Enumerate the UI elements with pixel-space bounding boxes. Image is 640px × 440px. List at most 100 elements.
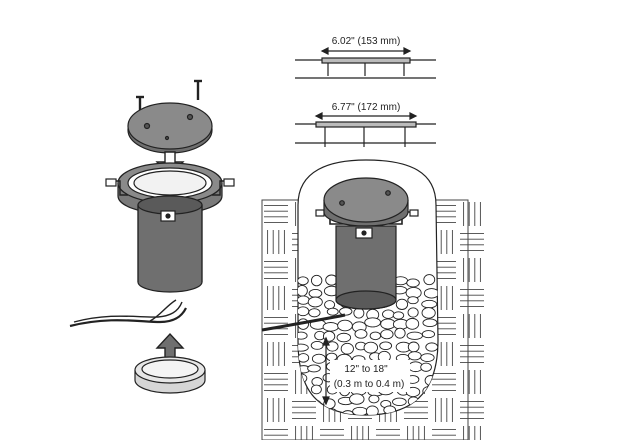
gravel-stone [308,288,323,298]
paving-tile [407,426,425,440]
gravel-stone [340,342,354,355]
gravel-stone [423,288,438,299]
paving-tile [267,230,285,254]
gravel-stone [420,353,435,362]
paving-tile [460,345,484,363]
gravel-stone [420,362,432,372]
paving-tile [292,401,316,419]
gravel-stone [298,395,310,404]
power-cable [69,299,187,328]
paving-tile [432,373,456,391]
paving-tile [463,314,481,338]
gravel-stone [311,353,326,364]
gravel-stone [339,307,353,316]
gravel-stone [354,329,368,339]
screw-right [194,79,202,100]
gravel-stone [326,307,339,316]
gravel-stone [382,309,395,319]
depth-dimension [322,336,410,406]
gravel-stone [298,406,314,415]
gravel-stone [407,296,419,305]
gravel-stone [323,408,339,415]
gravel-stone [423,274,436,286]
gravel-stone [407,341,420,353]
gravel-stone [421,330,436,339]
gravel-stone [407,351,422,361]
housing-body [137,195,203,293]
gravel-stone [424,375,437,386]
gravel-stone [306,399,322,409]
gravel-stone [352,406,368,415]
paving-tile [267,342,285,366]
paving-tile [267,286,285,310]
gravel-stone [298,276,309,286]
paving-tile [463,426,481,440]
gravel-stone [310,274,323,287]
gravel-stone [422,386,434,396]
paving-tile [320,429,344,436]
flange-width-label: 6.77" (172 mm) [332,102,401,113]
gravel-stone [336,332,352,343]
gravel-stone [308,308,321,318]
paving-tile [460,289,484,307]
gravel-stone [422,318,438,328]
gravel-stone [406,331,423,340]
side-view-top [295,47,436,79]
paving-tile [432,429,456,436]
gravel-stone [337,319,353,332]
arrow-up-icon [155,332,185,361]
installed-fixture [315,177,419,310]
installed-cable [261,313,346,332]
gravel-stone [364,317,382,328]
paving-tile [435,230,453,254]
gravel-stone [353,307,365,319]
gravel-stone [307,364,321,373]
gravel-stone [380,329,394,340]
gravel-stone [298,295,310,305]
paving-tile [376,429,400,436]
depth-label-line1: 12" to 18" [344,364,388,375]
gravel-stone [298,353,310,363]
side-view-flange [295,112,436,147]
gravel-stone [395,410,411,415]
base-cap [134,356,206,394]
gravel-stone [310,384,322,395]
gravel-stone [379,341,393,351]
gravel-stone [425,342,438,352]
gravel-stone [326,341,339,352]
lid-top [127,102,213,154]
gravel-stone [325,352,338,362]
gravel-stone [392,311,405,320]
paving-tile [435,398,453,422]
gravel-stone [298,306,310,317]
gravel-stone [406,407,422,415]
paving-tile [264,205,288,223]
gravel-stone [298,284,308,297]
paving-tile [463,258,481,282]
gravel-stone [349,393,365,405]
gravel-stone [365,405,379,415]
paving-tile [264,373,288,391]
paving-tile [460,401,484,419]
gravel-stone [395,298,409,310]
paving-tile [295,426,313,440]
paving-tile [264,429,288,436]
gravel-stone [310,340,324,350]
gravel-stone [322,322,339,332]
exploded-assembly [69,79,235,394]
gravel-stone [394,327,406,339]
paving-tile [267,398,285,422]
gravel-stone [406,278,420,288]
gravel-stone [392,397,407,407]
gravel-stone [363,341,379,354]
gravel-stone [368,394,380,404]
paving-tile [463,202,481,226]
gravel-stone [298,331,308,340]
gravel-stone [298,343,309,352]
gravel-stone [421,299,438,309]
paving-tile [264,261,288,279]
gravel-stone [369,331,382,341]
top-width-label: 6.02" (153 mm) [332,36,401,47]
gravel-stone [421,406,438,415]
